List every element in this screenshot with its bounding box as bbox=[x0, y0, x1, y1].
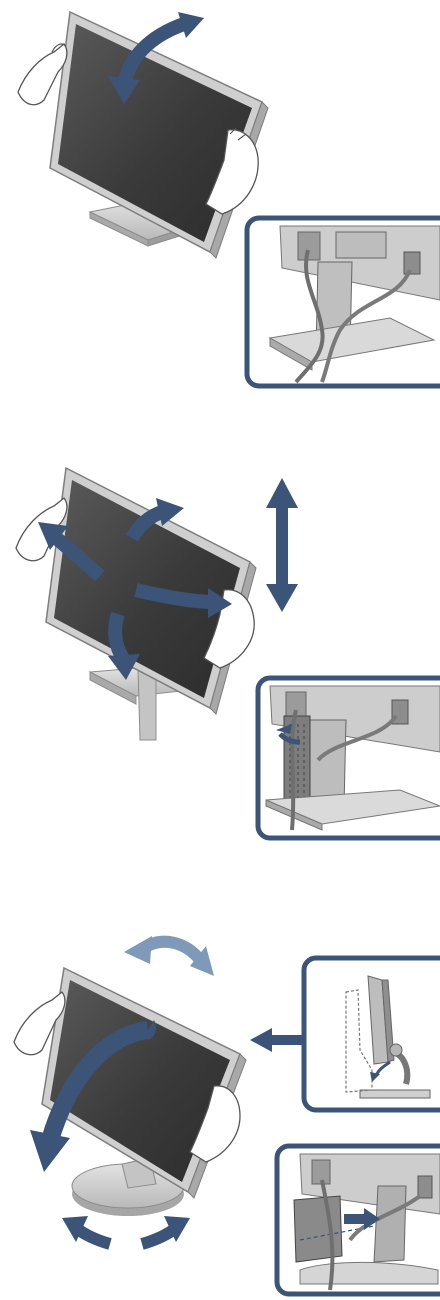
pointer-arrow-icon bbox=[250, 1028, 310, 1052]
figure-rotate-swivel bbox=[13, 935, 440, 1297]
cable-detail-icon bbox=[244, 215, 440, 389]
curved-double-arrow-icon bbox=[108, 12, 204, 104]
stand-base bbox=[71, 1157, 185, 1216]
cable-holder-detail-icon bbox=[255, 675, 440, 841]
hand-icon bbox=[13, 991, 66, 1056]
swivel-arrows-icon bbox=[62, 1216, 190, 1250]
figure-height-swivel bbox=[15, 466, 440, 841]
vertical-double-arrow-icon bbox=[266, 478, 298, 612]
cable-clip-detail-icon bbox=[274, 1143, 440, 1297]
stand-side-view-icon bbox=[301, 955, 440, 1113]
rotate-arrow-icon bbox=[124, 935, 214, 976]
hand-icon bbox=[189, 1085, 241, 1163]
hand-icon bbox=[205, 127, 259, 215]
hand-icon bbox=[203, 589, 255, 669]
rotate-arrow-icon bbox=[30, 1020, 156, 1172]
four-way-arrow-icon bbox=[38, 498, 232, 680]
hand-icon bbox=[17, 43, 68, 106]
figure-tilt bbox=[17, 10, 440, 389]
